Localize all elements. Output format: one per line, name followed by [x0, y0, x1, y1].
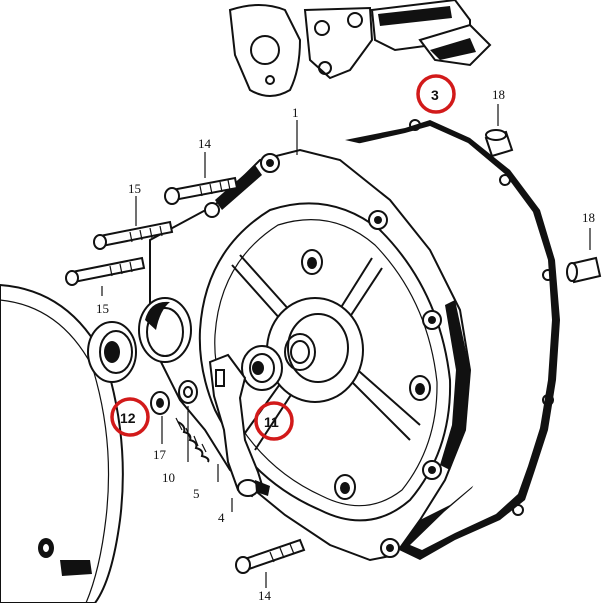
callout-5: 5 — [193, 486, 200, 501]
bolt-part-14-upper — [164, 176, 239, 205]
callout-18-right: 18 — [582, 210, 595, 225]
nut-part-17 — [150, 391, 170, 415]
highlight-ring-11 — [254, 401, 294, 441]
callout-3: 3 — [431, 87, 439, 103]
callout-15-bottom: 15 — [96, 301, 109, 316]
callout-17: 17 — [153, 447, 167, 462]
callout-15-top: 15 — [128, 181, 141, 196]
callout-4: 4 — [218, 510, 225, 525]
callout-18-top: 18 — [492, 87, 505, 102]
oil-seal-part-12 — [87, 321, 137, 383]
bolt-part-14-lower — [235, 538, 306, 574]
dowel-pin-part-18-top — [484, 129, 514, 158]
dowel-pin-part-18-right — [566, 256, 602, 284]
oil-seal-part-11 — [241, 345, 283, 391]
callout-14-top: 14 — [198, 136, 212, 151]
callout-14-bottom: 14 — [258, 588, 272, 603]
bolt-part-15-lower — [65, 256, 146, 286]
callout-10: 10 — [162, 470, 175, 485]
gasket-outline — [345, 119, 560, 560]
highlight-ring-12 — [110, 397, 150, 437]
release-lever-part-4 — [208, 353, 270, 498]
housing-seal-bore — [138, 297, 192, 363]
callout-1: 1 — [292, 105, 299, 120]
bolt-part-15-upper — [93, 220, 174, 250]
top-linkage-parts — [228, 0, 492, 97]
callout-11: 11 — [264, 414, 279, 430]
callout-12: 12 — [120, 410, 136, 426]
washer-part-10 — [178, 380, 198, 404]
highlight-ring-3 — [416, 74, 456, 114]
leader-lines — [101, 104, 591, 588]
